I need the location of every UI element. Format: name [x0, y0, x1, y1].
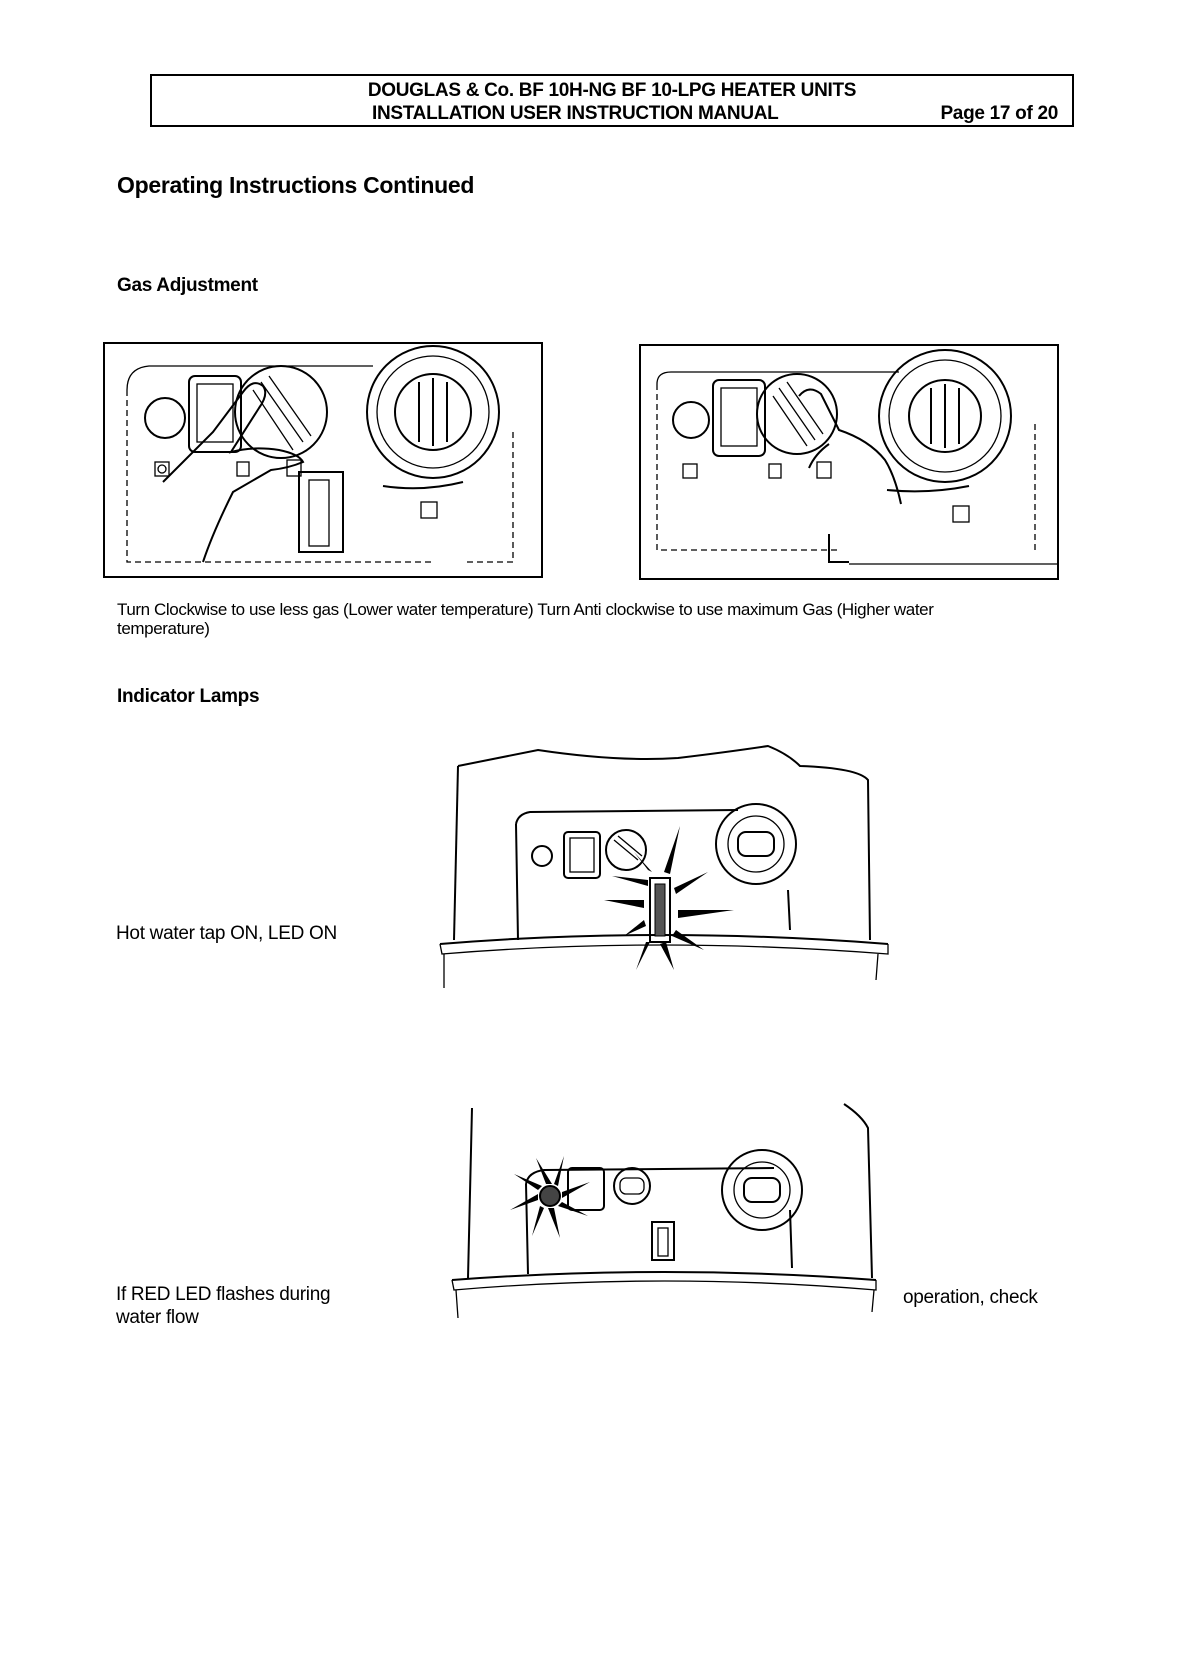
- bath-icon: [420, 501, 438, 519]
- caption-line-1: Turn Clockwise to use less gas (Lower wa…: [117, 600, 934, 619]
- red-led-label-line-1: If RED LED flashes during: [116, 1284, 331, 1305]
- rocker-switch: [712, 379, 766, 457]
- red-led-label-continued: operation, check: [903, 1287, 1038, 1308]
- gas-adjustment-caption: Turn Clockwise to use less gas (Lower wa…: [117, 600, 1077, 638]
- red-led-label-line-2: water flow: [116, 1307, 199, 1328]
- power-icon: [682, 463, 698, 479]
- document-header: DOUGLAS & Co. BF 10H-NG BF 10-LPG HEATER…: [150, 74, 1074, 127]
- indicator-lamp: [672, 401, 710, 439]
- indicator-lamp: [144, 397, 186, 439]
- temperature-dial: [366, 345, 500, 479]
- heater-led-on-figure: [439, 744, 889, 988]
- led-on-label: Hot water tap ON, LED ON: [116, 923, 337, 944]
- led-on-burst: [604, 826, 734, 970]
- temperature-icon: [236, 461, 250, 477]
- red-led-label: If RED LED flashes during water flow: [116, 1283, 331, 1329]
- rocker-switch: [188, 375, 242, 453]
- header-title: DOUGLAS & Co. BF 10H-NG BF 10-LPG HEATER…: [367, 80, 857, 101]
- power-icon: [154, 461, 170, 477]
- page-number: Page 17 of 20: [940, 103, 1058, 124]
- caption-line-2: temperature): [117, 619, 210, 638]
- temperature-icon: [768, 463, 782, 479]
- gas-knob: [756, 373, 838, 455]
- led-slot: [298, 471, 344, 553]
- page-title: Operating Instructions Continued: [117, 172, 475, 198]
- shower-icon: [816, 461, 832, 479]
- section-heading-indicator-lamps: Indicator Lamps: [117, 686, 260, 707]
- red-led-flash-burst: [510, 1156, 590, 1238]
- hand-illustration: [162, 382, 305, 563]
- gas-adjustment-figure-clockwise: [103, 342, 543, 578]
- heater-red-led-figure: [451, 1103, 877, 1319]
- gas-knob: [234, 365, 328, 459]
- header-subtitle: INSTALLATION USER INSTRUCTION MANUAL: [372, 103, 779, 124]
- section-heading-gas-adjustment: Gas Adjustment: [117, 275, 258, 296]
- shower-icon: [286, 459, 302, 477]
- bath-icon: [952, 505, 970, 523]
- temperature-dial: [878, 349, 1012, 483]
- gas-adjustment-figure-anticlockwise: [639, 344, 1059, 580]
- hand-illustration: [798, 388, 902, 505]
